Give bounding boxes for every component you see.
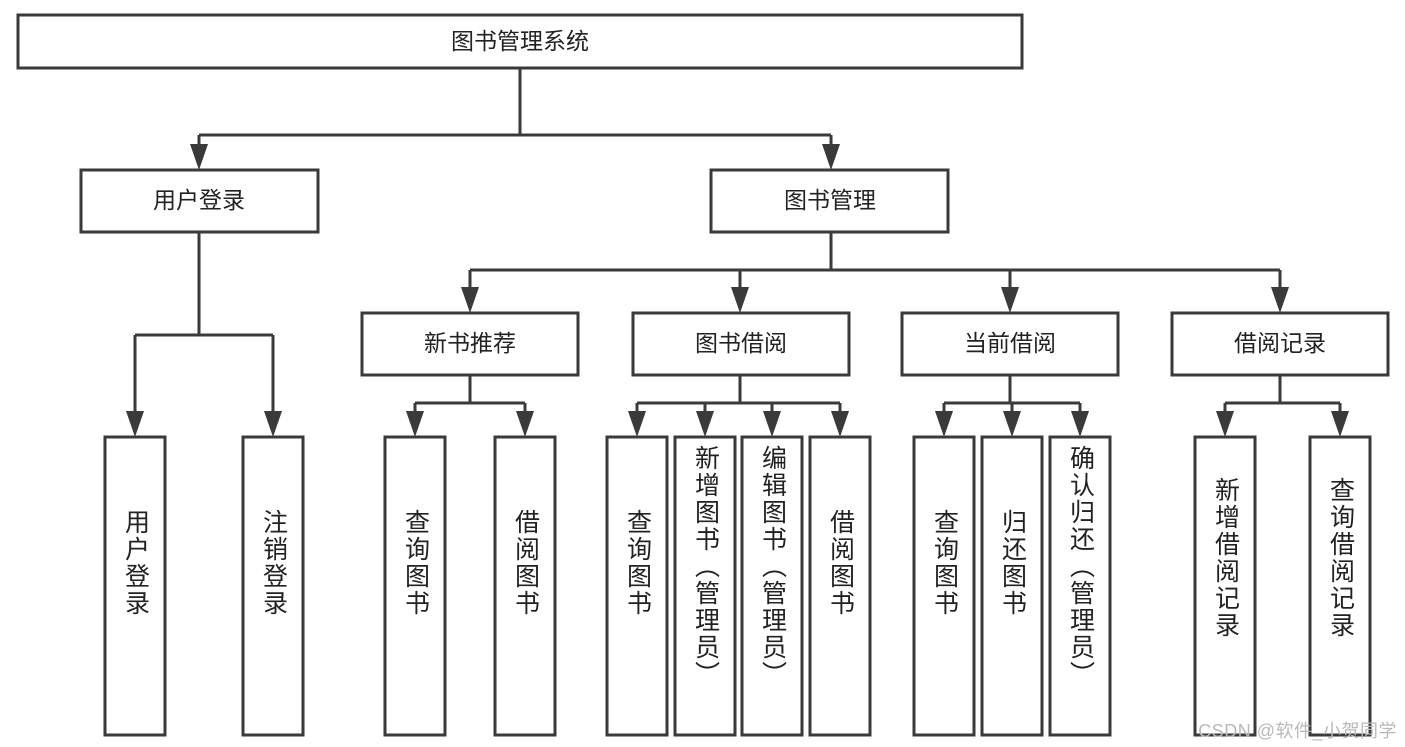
node-book-mgmt[interactable]: 图书管理 [709, 168, 950, 234]
node-new-book-recommend-box[interactable] [360, 311, 580, 377]
connector-group-new-book [406, 375, 534, 437]
node-current-borrow-box[interactable] [900, 311, 1120, 377]
node-new-book-recommend[interactable]: 新书推荐 [360, 311, 580, 377]
node-borrow-record-label: 借阅记录 [1234, 330, 1326, 356]
node-leaf-query-book-2-box[interactable] [605, 435, 669, 737]
arrow-icon [935, 411, 953, 437]
arrow-icon [1003, 411, 1021, 437]
connector-group-borrow-record [1216, 375, 1349, 437]
node-leaf-query-record-box[interactable] [1308, 435, 1372, 737]
node-borrow-record-box[interactable] [1170, 311, 1390, 377]
node-root-label: 图书管理系统 [451, 28, 589, 54]
node-book-borrow-label: 图书借阅 [695, 330, 787, 356]
node-leaf-add-record-box[interactable] [1193, 435, 1257, 737]
connector-group-book-borrow [628, 375, 849, 437]
node-root[interactable]: 图书管理系统 [16, 13, 1024, 70]
node-book-mgmt-box[interactable] [709, 168, 950, 234]
node-leaf-confirm-return-box[interactable] [1048, 435, 1112, 737]
node-current-borrow[interactable]: 当前借阅 [900, 311, 1120, 377]
arrow-icon [516, 411, 534, 437]
connector-group-user-login [126, 232, 282, 437]
arrow-icon [628, 411, 646, 437]
arrow-icon [190, 144, 208, 170]
node-book-borrow[interactable]: 图书借阅 [631, 311, 851, 377]
node-book-borrow-box[interactable] [631, 311, 851, 377]
node-borrow-record[interactable]: 借阅记录 [1170, 311, 1390, 377]
arrow-icon [126, 411, 144, 437]
arrow-icon [1216, 411, 1234, 437]
connector-group-book-mgmt [461, 232, 1289, 313]
node-new-book-recommend-label: 新书推荐 [424, 330, 516, 356]
node-leaf-return-book-box[interactable] [980, 435, 1044, 737]
node-leaf-user-login-box[interactable] [103, 435, 167, 737]
arrow-icon [763, 411, 781, 437]
node-leaf-logout-box[interactable] [241, 435, 305, 737]
node-user-login[interactable]: 用户登录 [79, 168, 320, 234]
node-user-login-label: 用户登录 [153, 187, 245, 213]
node-book-mgmt-label: 图书管理 [784, 187, 876, 213]
connector-group-root [190, 68, 840, 170]
arrow-icon [731, 287, 749, 313]
node-user-login-box[interactable] [79, 168, 320, 234]
node-leaf-query-book-3-box[interactable] [912, 435, 976, 737]
arrow-icon [1001, 287, 1019, 313]
node-leaf-query-book-1-box[interactable] [383, 435, 447, 737]
node-leaf-add-book-box[interactable] [673, 435, 737, 737]
arrow-icon [1331, 411, 1349, 437]
arrow-icon [461, 287, 479, 313]
connector-group-current-borrow [935, 375, 1089, 437]
node-leaf-edit-book-box[interactable] [740, 435, 804, 737]
arrow-icon [1271, 287, 1289, 313]
arrow-icon [822, 144, 840, 170]
arrow-icon [264, 411, 282, 437]
node-leaf-borrow-book-2-box[interactable] [808, 435, 872, 737]
node-leaf-borrow-book-1-box[interactable] [493, 435, 557, 737]
node-current-borrow-label: 当前借阅 [964, 330, 1056, 356]
arrow-icon [406, 411, 424, 437]
node-root-box[interactable] [16, 13, 1024, 70]
arrow-icon [696, 411, 714, 437]
arrow-icon [1071, 411, 1089, 437]
arrow-icon [831, 411, 849, 437]
